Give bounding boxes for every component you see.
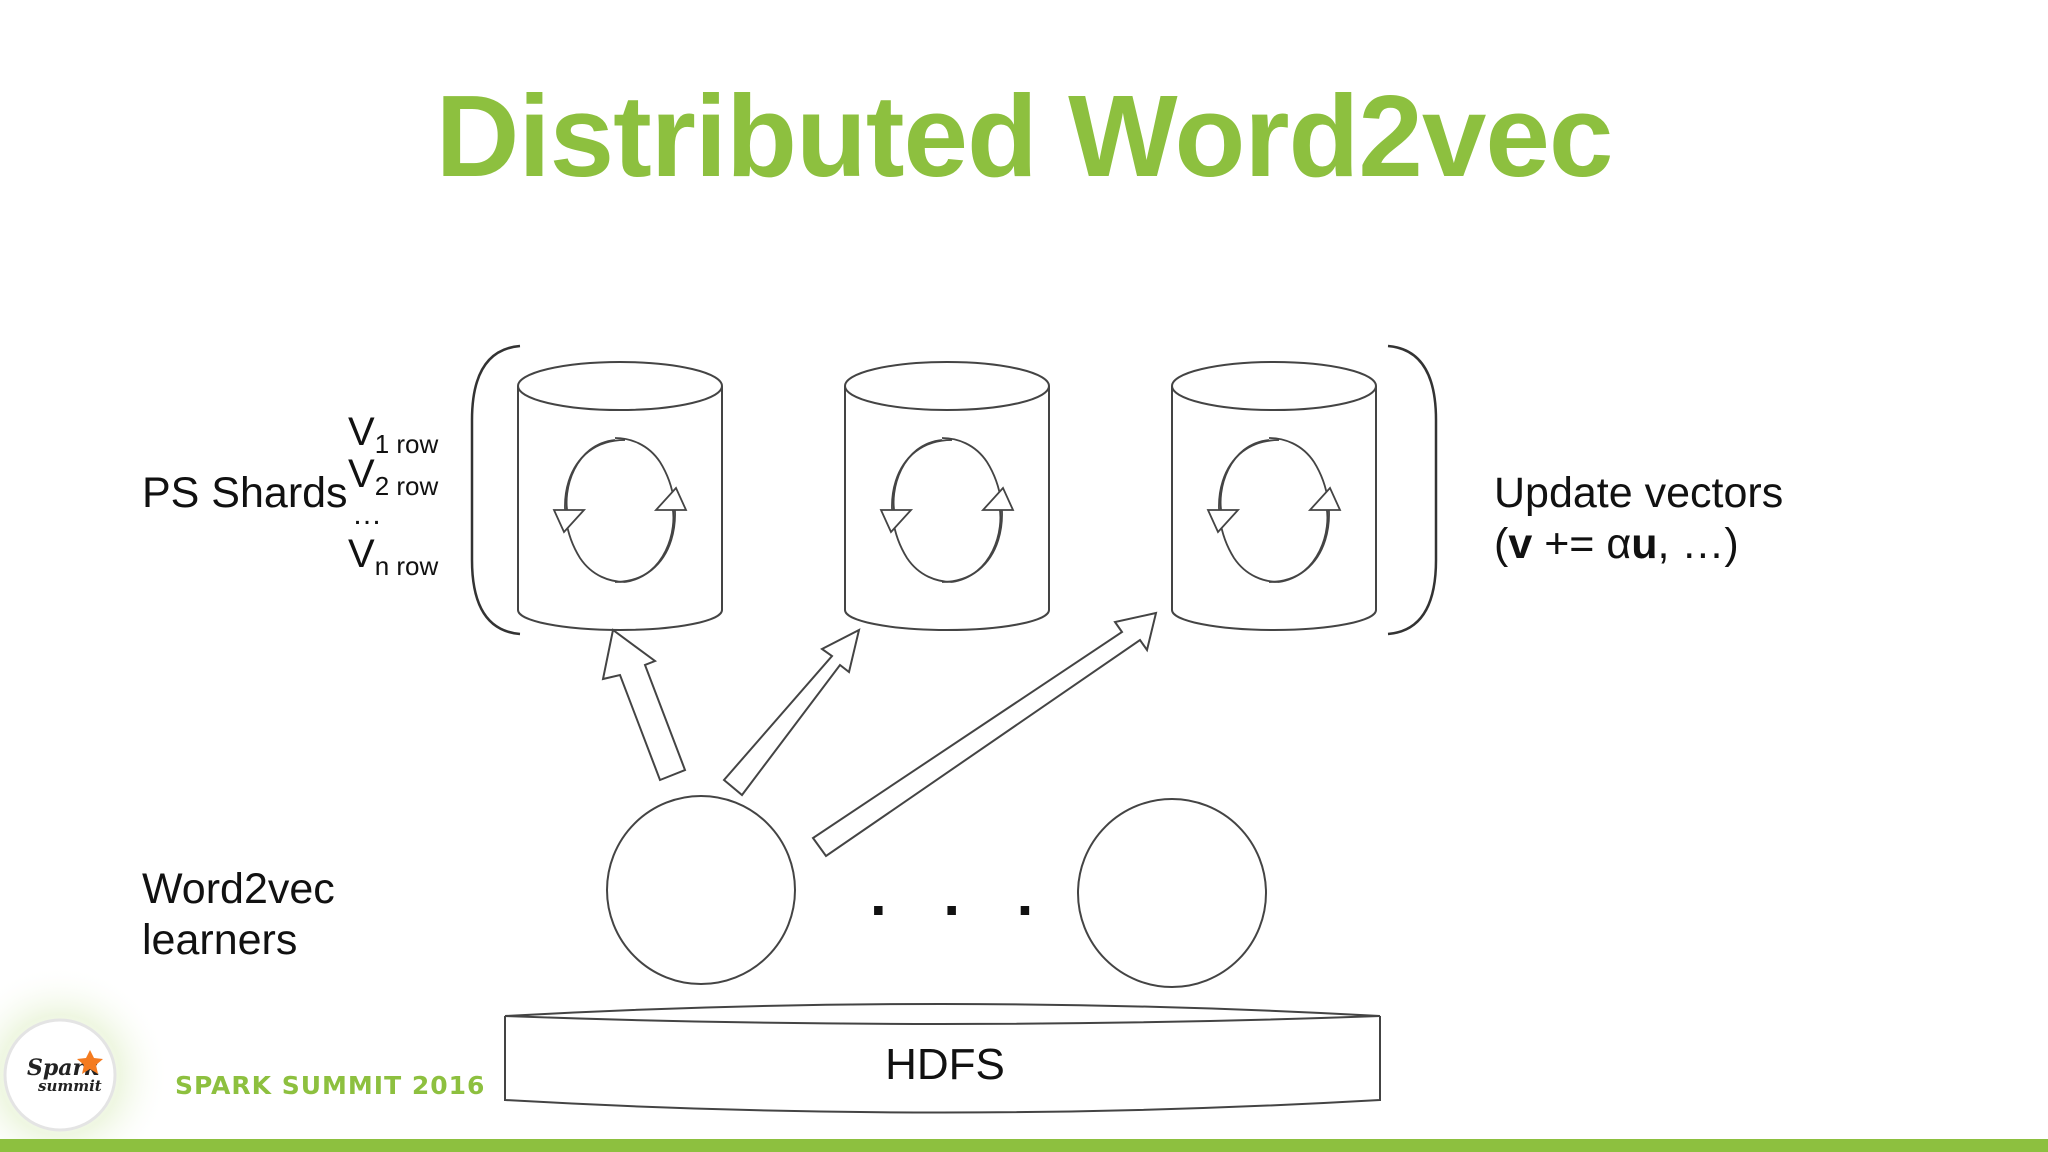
refresh-icon xyxy=(879,437,1015,583)
ps-shard-cylinder-1 xyxy=(517,361,723,631)
arrow-to-shard-3 xyxy=(811,611,1158,858)
refresh-icon xyxy=(1206,437,1342,583)
ps-shard-cylinder-3 xyxy=(1171,361,1377,631)
slide-title: Distributed Word2vec xyxy=(435,71,1614,201)
vector-row-2: V2 row xyxy=(348,452,439,501)
arrow-to-shard-1 xyxy=(601,628,687,782)
left-bracket xyxy=(470,344,521,636)
learner-node-2 xyxy=(1077,798,1267,988)
vector-row-1: V1 row xyxy=(348,410,439,459)
arrow-to-shard-2 xyxy=(722,628,861,797)
ps-shards-label: PS Shards xyxy=(142,469,348,517)
learner-node-1 xyxy=(606,795,796,985)
spark-summit-logo: Spark summit xyxy=(0,965,170,1152)
hdfs-storage xyxy=(504,1003,1381,1114)
right-bracket xyxy=(1387,344,1438,636)
event-name: SPARK SUMMIT 2016 xyxy=(175,1071,486,1100)
star-icon xyxy=(77,1050,103,1074)
update-vectors-label: Update vectors (v += αu, …) xyxy=(1494,469,1784,568)
learners-ellipsis: . . . xyxy=(870,861,1054,928)
ps-shard-cylinder-2 xyxy=(844,361,1050,631)
vector-row-ellipsis: … xyxy=(352,498,382,531)
vector-row-n: Vn row xyxy=(348,532,439,581)
refresh-icon xyxy=(552,437,688,583)
hdfs-label: HDFS xyxy=(885,1040,1005,1089)
footer-accent-bar xyxy=(0,1139,2048,1152)
logo-word-summit: summit xyxy=(38,1077,102,1095)
learners-label: Word2vec learners xyxy=(142,865,335,964)
